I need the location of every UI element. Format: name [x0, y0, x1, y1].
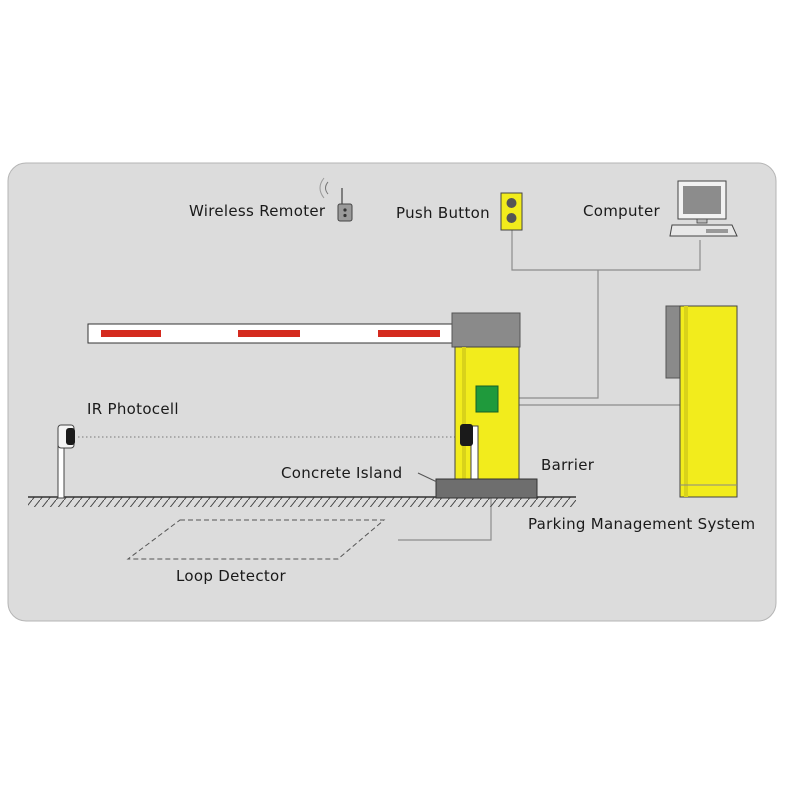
computer-label: Computer — [583, 202, 660, 220]
wireless-remoter-label: Wireless Remoter — [189, 202, 326, 220]
ir-photocell-label: IR Photocell — [87, 400, 179, 418]
parking-management-cabinet — [665, 305, 738, 498]
loop-detector-label: Loop Detector — [176, 567, 286, 585]
parking-management-system-label: Parking Management System — [528, 515, 756, 533]
computer-icon — [669, 180, 738, 237]
push-button-icon — [500, 192, 523, 231]
push-button-label: Push Button — [396, 204, 490, 222]
remote-control-icon — [319, 177, 353, 222]
loop-detector-coil — [126, 519, 386, 560]
boom-arm — [87, 323, 464, 344]
photocell-sensor-icon — [57, 424, 75, 499]
concrete-island-leader — [417, 472, 438, 483]
barrier-label: Barrier — [541, 456, 595, 474]
barrier-cabinet — [451, 312, 521, 481]
concrete-island-label: Concrete Island — [281, 464, 403, 482]
diagram-panel — [7, 162, 777, 622]
concrete-island — [435, 478, 538, 499]
